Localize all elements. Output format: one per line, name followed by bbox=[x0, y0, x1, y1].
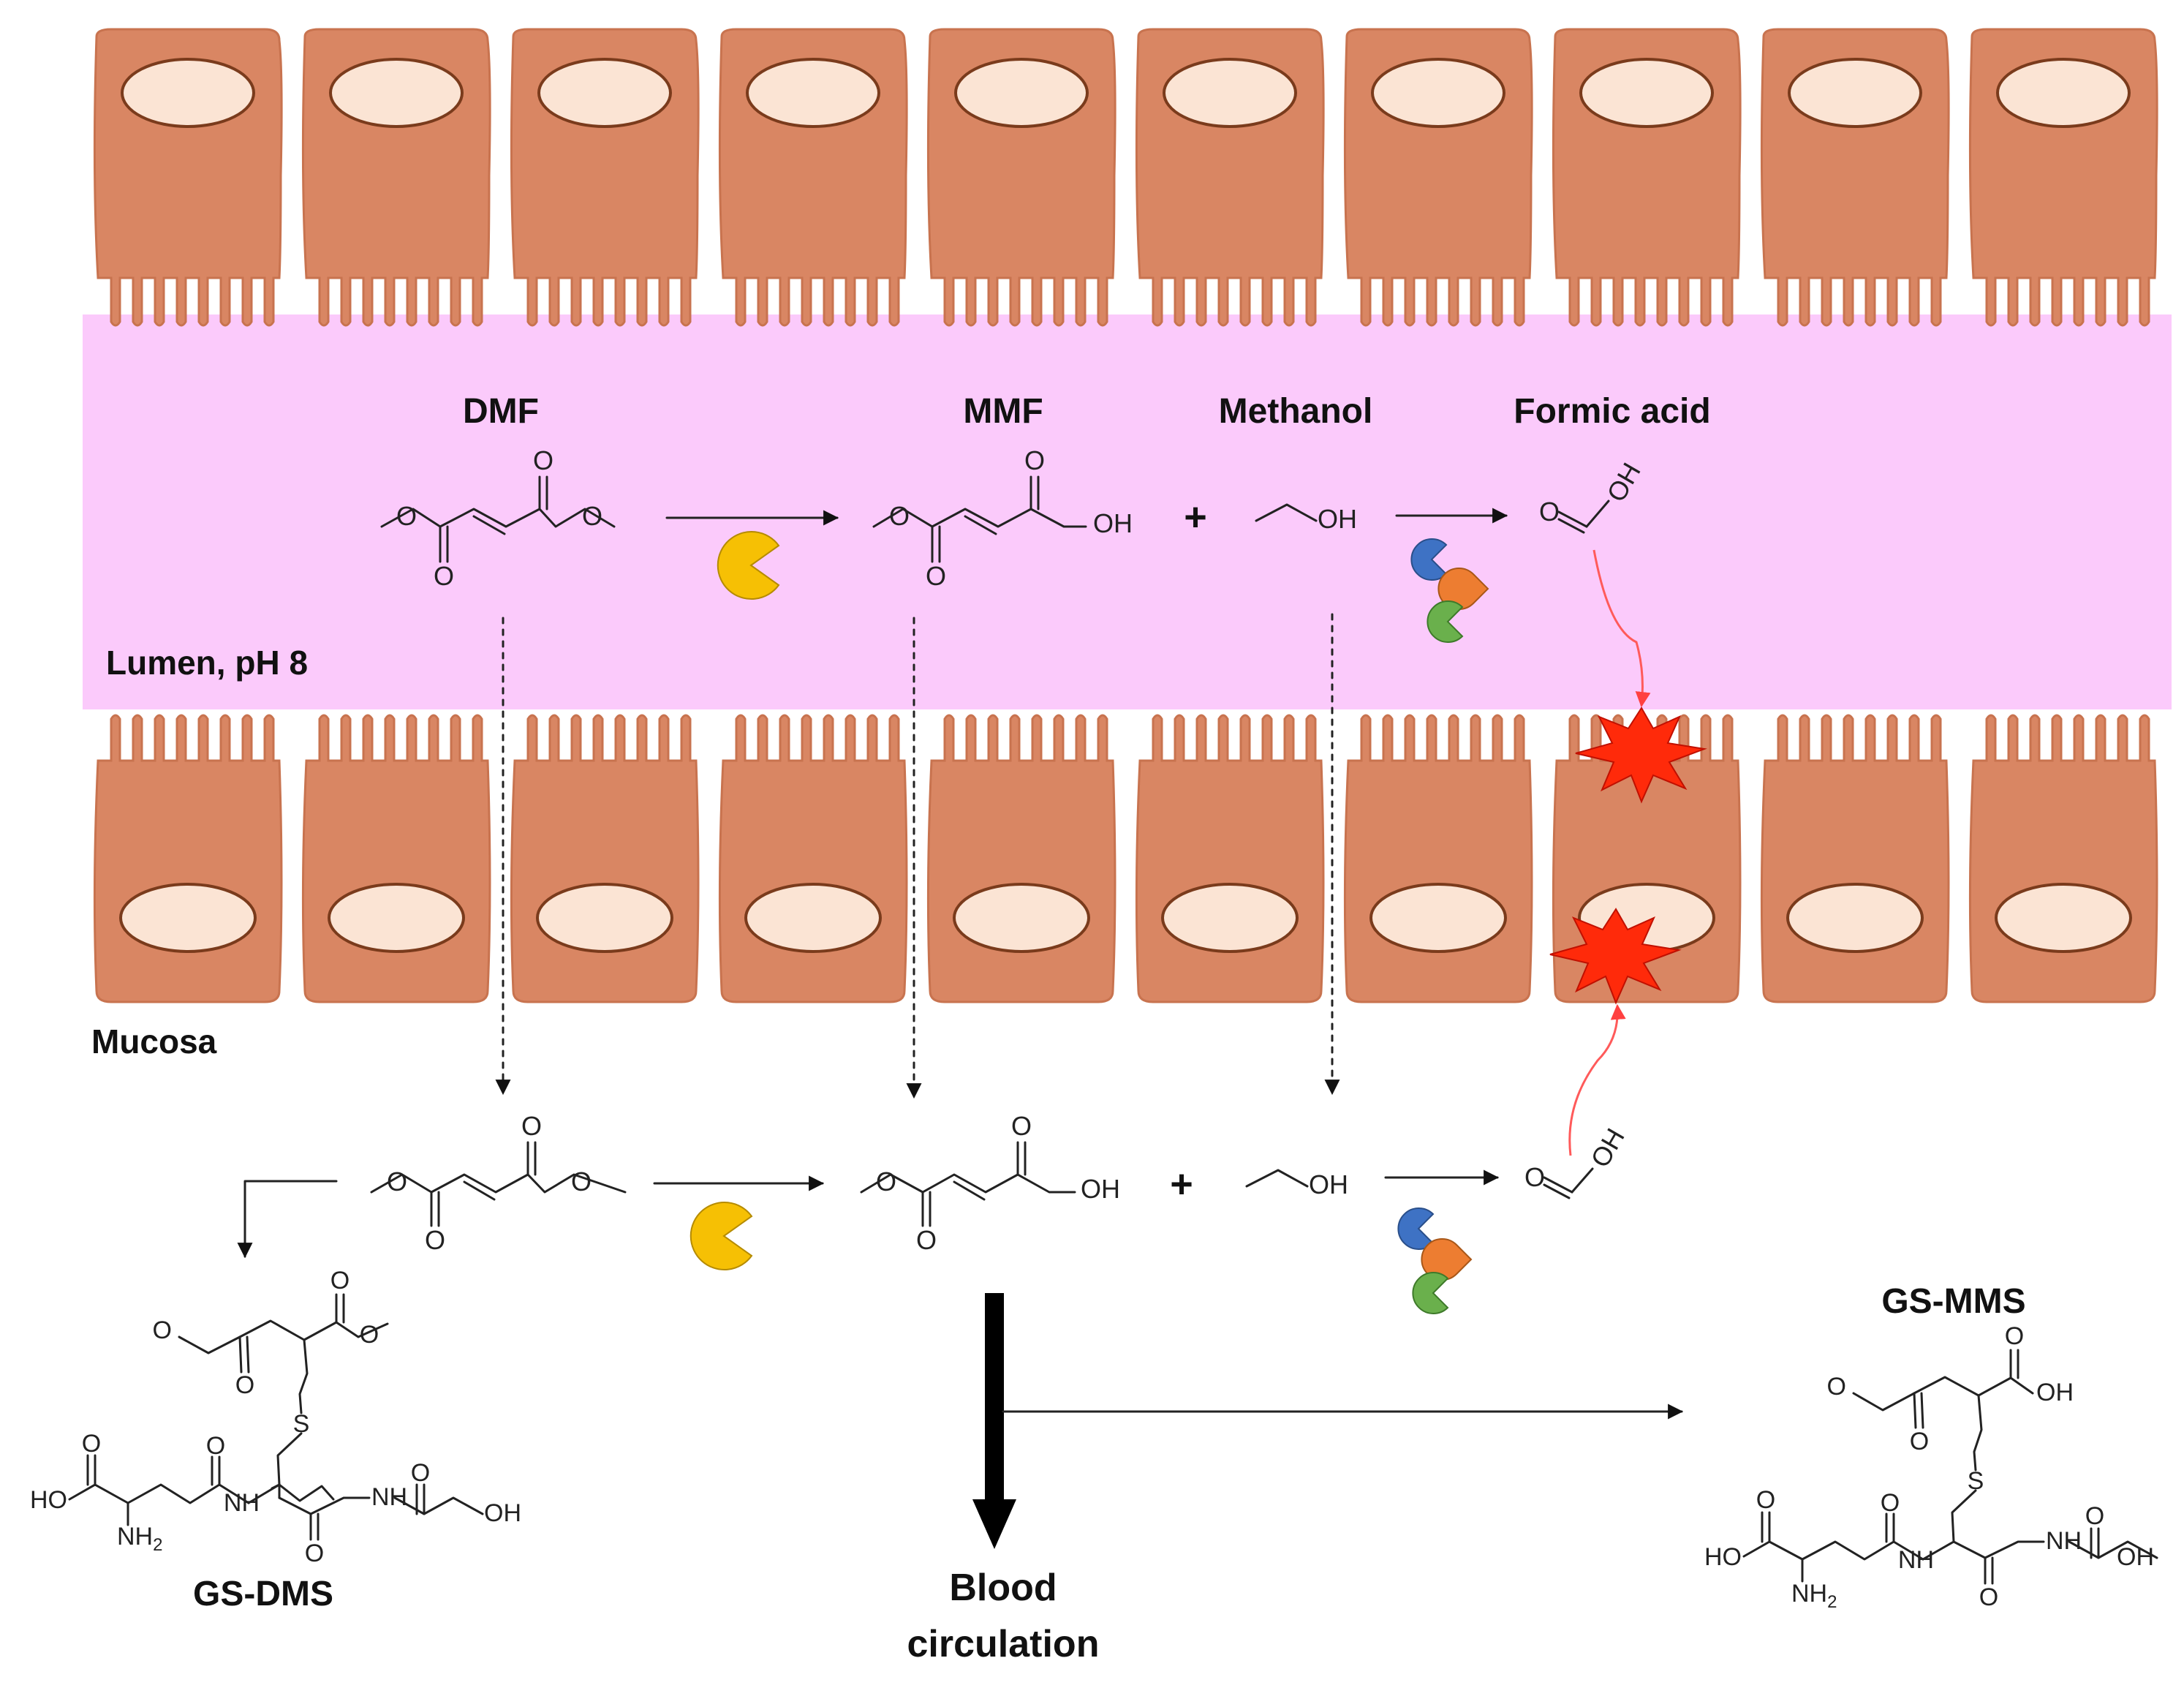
gs-mms-nh2: NH2 bbox=[1791, 1580, 1837, 1612]
gs-dms-nh2: NH2 bbox=[117, 1523, 162, 1555]
gs-dms-nh-2: NH bbox=[371, 1483, 407, 1511]
gs-mms-oh2: OH bbox=[2117, 1543, 2154, 1571]
formic-acid-structure-mucosa: O OH bbox=[1524, 1123, 1631, 1199]
lumen-label: Lumen, pH 8 bbox=[106, 644, 308, 682]
plus-sign-lumen: + bbox=[1184, 495, 1207, 539]
enzyme-cluster-mucosa bbox=[1397, 1207, 1472, 1314]
gs-mms-o6: O bbox=[1881, 1489, 1900, 1517]
arrow-dmf-to-gs-dms bbox=[237, 1180, 338, 1259]
lumen-region bbox=[83, 314, 2172, 709]
dmf-o2: O bbox=[434, 561, 454, 591]
methanol-oh: OH bbox=[1318, 504, 1357, 534]
top-epithelium bbox=[93, 28, 2159, 327]
gs-dms-o2: O bbox=[235, 1371, 254, 1399]
mmf-o3: O bbox=[1024, 445, 1045, 475]
formic-o: O bbox=[1539, 497, 1560, 527]
mmf-m-oh: OH bbox=[1081, 1174, 1120, 1204]
gs-dms-nh: NH bbox=[224, 1489, 260, 1517]
bottom-epithelium bbox=[93, 714, 2158, 1003]
methanol-m-oh: OH bbox=[1309, 1169, 1348, 1199]
gs-mms-ho: HO bbox=[1704, 1543, 1742, 1571]
dmf-m-o4: O bbox=[571, 1167, 592, 1197]
gs-dms-o1: O bbox=[153, 1316, 172, 1344]
mucosa-label: Mucosa bbox=[91, 1022, 217, 1060]
gs-dms-ho: HO bbox=[30, 1486, 67, 1514]
gs-dms-o8: O bbox=[411, 1459, 430, 1487]
green-enzyme-icon bbox=[1412, 1272, 1448, 1314]
blue-enzyme-icon bbox=[1397, 1207, 1434, 1250]
dmf-structure-lumen: O O O O bbox=[380, 445, 616, 591]
gs-mms-o5: O bbox=[1756, 1486, 1775, 1514]
methanol-structure-lumen: OH bbox=[1255, 503, 1357, 534]
gs-mms-o1: O bbox=[1827, 1373, 1846, 1401]
gs-dms-o6: O bbox=[206, 1432, 225, 1460]
gs-mms-o3: O bbox=[2005, 1322, 2024, 1350]
mmf-oh: OH bbox=[1093, 508, 1133, 538]
mmf-m-o1: O bbox=[876, 1167, 896, 1197]
dmf-m-o3: O bbox=[521, 1111, 542, 1141]
esterase-enzyme-icon-mucosa bbox=[689, 1202, 752, 1270]
gs-mms-s: S bbox=[1968, 1467, 1984, 1495]
mmf-m-o3: O bbox=[1011, 1111, 1032, 1141]
gs-dms-o4: O bbox=[360, 1321, 379, 1349]
gs-mms-o8: O bbox=[2085, 1502, 2104, 1530]
dmf-label: DMF bbox=[463, 392, 539, 431]
formic-m-oh: OH bbox=[1584, 1123, 1631, 1172]
blood-label-line1: Blood bbox=[949, 1567, 1057, 1609]
gs-mms-structure: O O O OH S O O HO NH NH2 O NH O OH bbox=[1704, 1322, 2158, 1612]
gs-dms-label: GS-DMS bbox=[193, 1575, 333, 1613]
blood-label-line2: circulation bbox=[907, 1623, 1100, 1665]
plus-sign-mucosa: + bbox=[1170, 1162, 1193, 1206]
blood-circulation-arrowhead bbox=[972, 1499, 1016, 1549]
gs-mms-o7: O bbox=[1979, 1583, 1998, 1611]
mmf-structure-lumen: O O O OH bbox=[872, 445, 1133, 591]
dmf-o1: O bbox=[396, 501, 417, 531]
mmf-structure-mucosa: O O O OH bbox=[860, 1111, 1120, 1255]
gs-dms-o5: O bbox=[82, 1430, 101, 1458]
formic-acid-label: Formic acid bbox=[1514, 392, 1710, 431]
formic-acid-toxicity-arrow-lumen bbox=[1592, 549, 1651, 708]
gs-mms-label: GS-MMS bbox=[1881, 1282, 2025, 1321]
gs-mms-oh1: OH bbox=[2036, 1379, 2074, 1406]
mmf-o2: O bbox=[926, 561, 946, 591]
methanol-label: Methanol bbox=[1219, 392, 1373, 431]
dmf-m-o1: O bbox=[387, 1167, 407, 1197]
gs-dms-o7: O bbox=[305, 1540, 324, 1567]
gs-dms-structure: O O O O S O O HO NH NH2 O NH O OH bbox=[30, 1267, 521, 1567]
dmf-o3: O bbox=[533, 445, 553, 475]
gs-dms-oh: OH bbox=[484, 1499, 521, 1527]
formic-acid-toxicity-arrow-mucosa bbox=[1568, 1003, 1626, 1156]
gs-mms-o2: O bbox=[1910, 1428, 1929, 1455]
dmf-structure-mucosa: O O O O bbox=[370, 1111, 627, 1255]
methanol-structure-mucosa: OH bbox=[1245, 1169, 1348, 1199]
gs-mms-nh: NH bbox=[1898, 1546, 1934, 1574]
gs-dms-o3: O bbox=[330, 1267, 349, 1295]
gs-mms-nh-2: NH bbox=[2046, 1527, 2082, 1555]
mmf-o1: O bbox=[889, 501, 910, 531]
dmf-m-o2: O bbox=[425, 1225, 445, 1255]
mmf-m-o2: O bbox=[916, 1225, 937, 1255]
dmf-o4: O bbox=[582, 501, 602, 531]
gs-dms-s: S bbox=[293, 1410, 310, 1438]
formic-m-o: O bbox=[1524, 1162, 1545, 1192]
mmf-label: MMF bbox=[963, 392, 1043, 431]
